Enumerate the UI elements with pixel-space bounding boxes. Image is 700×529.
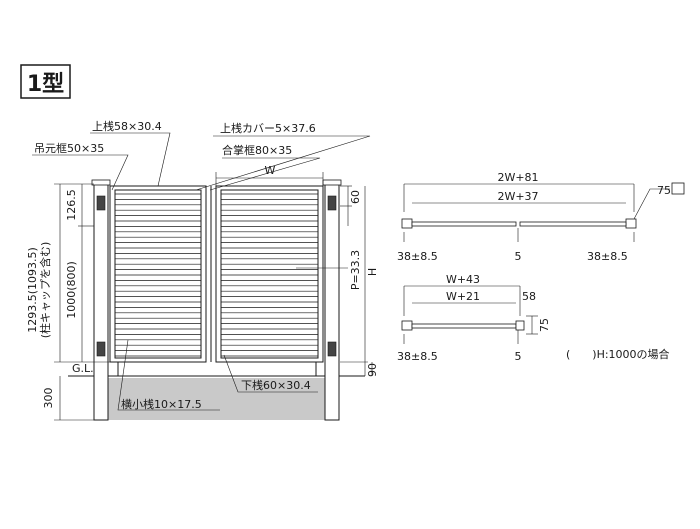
plan-single-left-offset: 38±8.5 — [397, 350, 438, 363]
leader-hinge-frame — [32, 154, 129, 191]
bottom-gap-label: 90 — [366, 363, 379, 377]
ground-fill — [100, 378, 338, 420]
plan-double-left-offset: 38±8.5 — [397, 250, 438, 263]
plan-single-post-size: 75 — [538, 318, 551, 332]
left-post-cap — [91, 179, 111, 186]
type-badge-label: 1型 — [27, 72, 64, 97]
embed-depth-label: 300 — [42, 388, 55, 409]
right-leaf-inner — [220, 189, 319, 359]
pitch-label: P=33.3 — [349, 250, 362, 290]
left-leaf-slats — [115, 193, 201, 357]
leader-horizontal-slat — [117, 339, 220, 411]
plan-single-stop — [515, 320, 525, 331]
plan-double-post-size: 75 — [657, 184, 671, 197]
right-post-cap — [322, 179, 342, 186]
plan-single-gap: 5 — [515, 350, 522, 363]
leader-top-rail — [90, 132, 171, 187]
plan-double-overall-label: 2W+81 — [497, 171, 538, 184]
hinge-top-left — [96, 195, 106, 211]
leader-bottom-rail — [223, 354, 318, 393]
plan-double-inner-label: 2W+37 — [497, 190, 538, 203]
plan-double-right-leaf — [519, 221, 627, 227]
left-post — [93, 183, 109, 421]
plan-single-leaf — [411, 323, 517, 329]
plan-double-post-leader — [633, 188, 670, 220]
post-size-square-icon — [671, 182, 685, 195]
label-top-rail-cover: 上桟カバー5×37.6 — [220, 121, 316, 135]
label-top-rail: 上桟58×30.4 — [92, 119, 162, 133]
width-label: W — [265, 164, 276, 177]
label-hinge-frame: 吊元框50×35 — [34, 142, 104, 155]
height-note: ( )H:1000の場合 — [566, 347, 670, 361]
leader-meeting-frame — [209, 157, 321, 191]
ground-line-label: G.L. — [72, 362, 94, 375]
plan-single-left-post — [401, 320, 413, 331]
type-badge — [20, 64, 71, 99]
right-post — [324, 183, 340, 421]
plan-double-left-post — [401, 218, 413, 229]
plan-double-right-post — [625, 218, 637, 229]
right-leaf-slats — [221, 193, 318, 357]
overall-height-note: (柱キャップを含む) — [38, 242, 52, 339]
overall-height-label: 1293.5(1093.5) — [26, 247, 39, 333]
plan-single-depth: 58 — [522, 290, 536, 303]
plan-single-inner-label: W+21 — [446, 290, 480, 303]
plan-double-left-leaf — [411, 221, 517, 227]
label-horizontal-slat: 横小桟10×17.5 — [121, 397, 202, 411]
plan-single-overall-label: W+43 — [446, 273, 480, 286]
hinge-bottom-right — [327, 341, 337, 357]
plan-double-right-offset: 38±8.5 — [587, 250, 628, 263]
leader-top-rail-cover — [195, 135, 371, 191]
height-label: H — [366, 268, 379, 276]
left-leaf-inner — [114, 189, 202, 359]
top-offset-label: 126.5 — [65, 189, 78, 221]
top-gap-label: 60 — [349, 190, 362, 204]
label-bottom-rail: 下桟60×30.4 — [241, 378, 311, 392]
plan-double-center-gap: 5 — [515, 250, 522, 263]
label-meeting-frame: 合掌框80×35 — [222, 143, 292, 157]
door-height-label: 1000(800) — [65, 261, 78, 319]
hinge-bottom-left — [96, 341, 106, 357]
hinge-top-right — [327, 195, 337, 211]
